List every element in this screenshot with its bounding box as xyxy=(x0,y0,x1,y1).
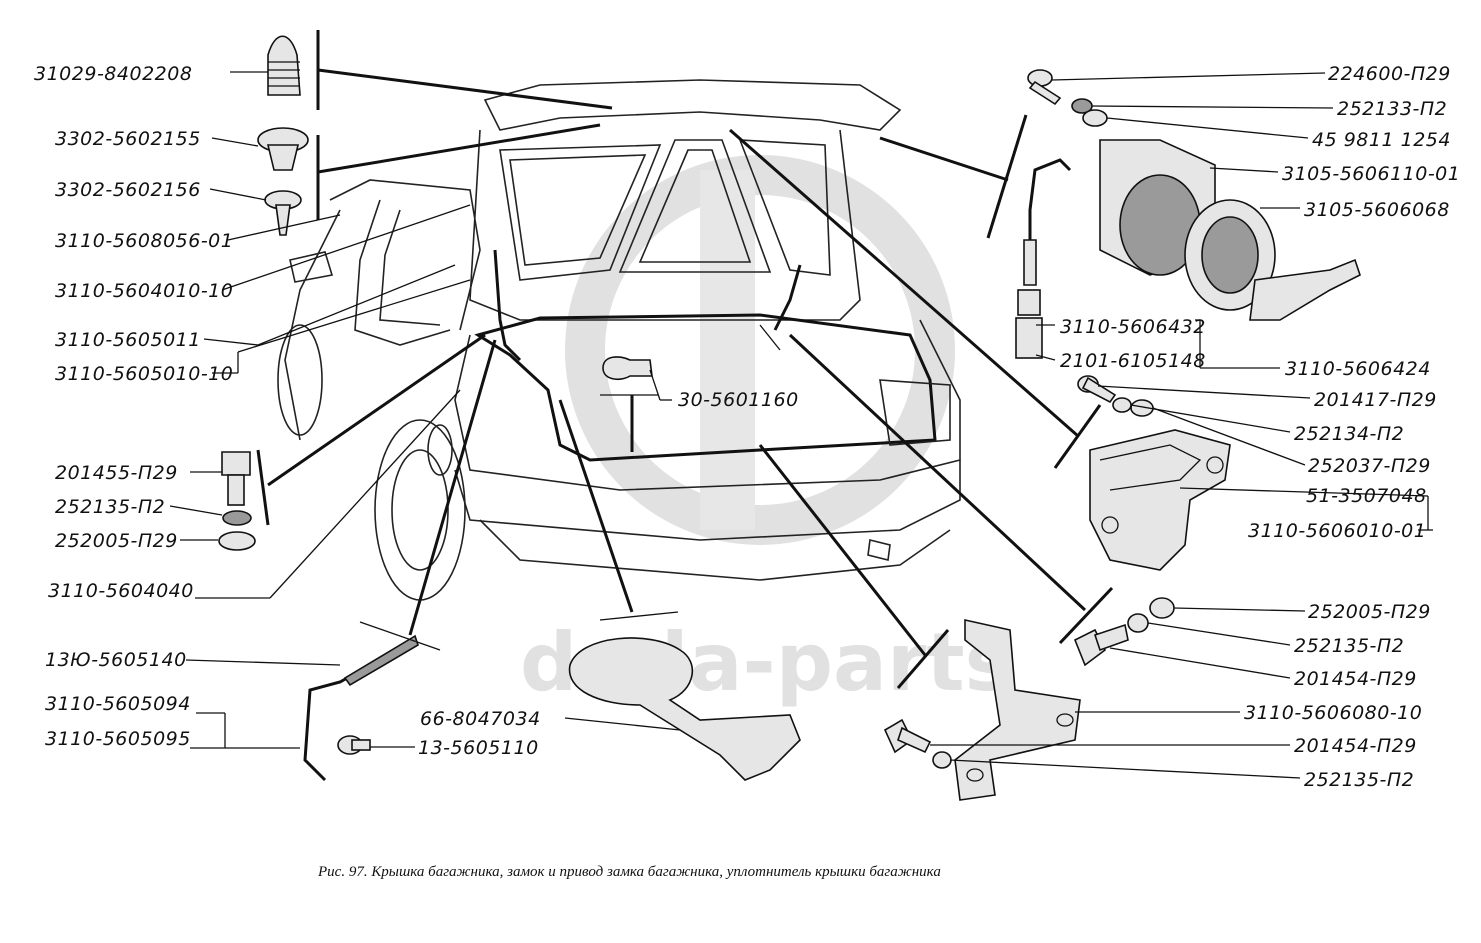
part-label: 252134-П2 xyxy=(1294,423,1404,445)
part-label: 2101-6105148 xyxy=(1060,350,1206,372)
watermark-logo xyxy=(565,155,955,545)
washer-252005-right-part xyxy=(1149,597,1175,619)
washer-45-9811-part xyxy=(1082,109,1108,127)
part-label: 3105-5606110-01 xyxy=(1282,163,1460,185)
leader-lines xyxy=(169,68,1433,779)
part-label: 224600-П29 xyxy=(1328,63,1451,85)
bumper-30-5601160-part xyxy=(602,356,653,381)
part-label: 201454-П29 xyxy=(1294,735,1417,757)
part-label: 13Ю-5605140 xyxy=(45,649,187,671)
part-label: 201417-П29 xyxy=(1314,389,1437,411)
clip-part xyxy=(264,190,302,236)
part-label: 30-5601160 xyxy=(678,389,799,411)
part-label: 31029-8402208 xyxy=(34,63,192,85)
part-label: 3110-5604010-10 xyxy=(55,280,233,302)
washer-252135-part xyxy=(222,510,252,526)
group-bars xyxy=(256,30,1114,689)
part-label: 3110-5606080-10 xyxy=(1244,702,1422,724)
part-label: 3110-5606424 xyxy=(1285,358,1431,380)
washer-252135-right-part xyxy=(1127,613,1149,633)
part-label: 51-3507048 xyxy=(1306,485,1427,507)
part-label: 3110-5605095 xyxy=(45,728,191,750)
bolt-201454-upper-part xyxy=(1073,623,1129,667)
washer-252134-part xyxy=(1112,397,1132,413)
washer-252005-part xyxy=(218,531,256,551)
bumper-stop-part xyxy=(267,35,301,96)
part-label: 3110-5605010-10 xyxy=(55,363,233,385)
part-label: 3110-5605094 xyxy=(45,693,191,715)
part-label: 3302-5602156 xyxy=(55,179,201,201)
grommet-13-5605110-part xyxy=(337,735,371,755)
part-label: 3110-5606010-01 xyxy=(1248,520,1426,542)
part-label: 252133-П2 xyxy=(1337,98,1447,120)
part-label: 3105-5606068 xyxy=(1304,199,1450,221)
screw-224600-part xyxy=(1027,69,1062,106)
part-label: 252135-П2 xyxy=(1304,769,1414,791)
handle-66-8047034-part xyxy=(568,637,801,781)
part-label: 45 9811 1254 xyxy=(1312,129,1451,151)
part-label: 66-8047034 xyxy=(420,708,541,730)
part-label: 201454-П29 xyxy=(1294,668,1417,690)
lock-rod-part xyxy=(1015,158,1072,359)
part-label: 252135-П2 xyxy=(55,496,165,518)
trunk-latch-part xyxy=(1089,429,1231,571)
part-label: 3110-5606432 xyxy=(1060,316,1206,338)
center-labels: 30-5601160 66-8047034 13-5605110 xyxy=(418,389,799,759)
part-label: 3302-5602155 xyxy=(55,128,201,150)
left-labels: 31029-8402208 3302-5602155 3302-5602156 … xyxy=(34,63,233,750)
striker-bracket-part xyxy=(954,619,1081,801)
bolt-201417-part xyxy=(1077,375,1117,404)
bolt-201454-lower-part xyxy=(883,718,932,754)
plug-cap-part xyxy=(257,127,309,171)
washer-252135-lower-part xyxy=(932,751,952,769)
car-body-illustration xyxy=(277,79,961,601)
part-label: 252005-П29 xyxy=(55,530,178,552)
lock-cylinder-part xyxy=(1099,139,1361,321)
part-label: 13-5605110 xyxy=(418,737,539,759)
cable-part xyxy=(303,634,419,782)
part-label: 3110-5608056-01 xyxy=(55,230,233,252)
part-label: 252037-П29 xyxy=(1308,455,1431,477)
bolt-201455-part xyxy=(221,451,251,506)
right-labels: 224600-П29 252133-П2 45 9811 1254 3105-5… xyxy=(1060,63,1460,791)
part-label: 3110-5605011 xyxy=(55,329,201,351)
part-label: 252135-П2 xyxy=(1294,635,1404,657)
figure-caption: Рис. 97. Крышка багажника, замок и приво… xyxy=(317,864,941,880)
part-label: 201455-П29 xyxy=(55,462,178,484)
part-label: 3110-5604040 xyxy=(48,580,194,602)
part-label: 252005-П29 xyxy=(1308,601,1431,623)
